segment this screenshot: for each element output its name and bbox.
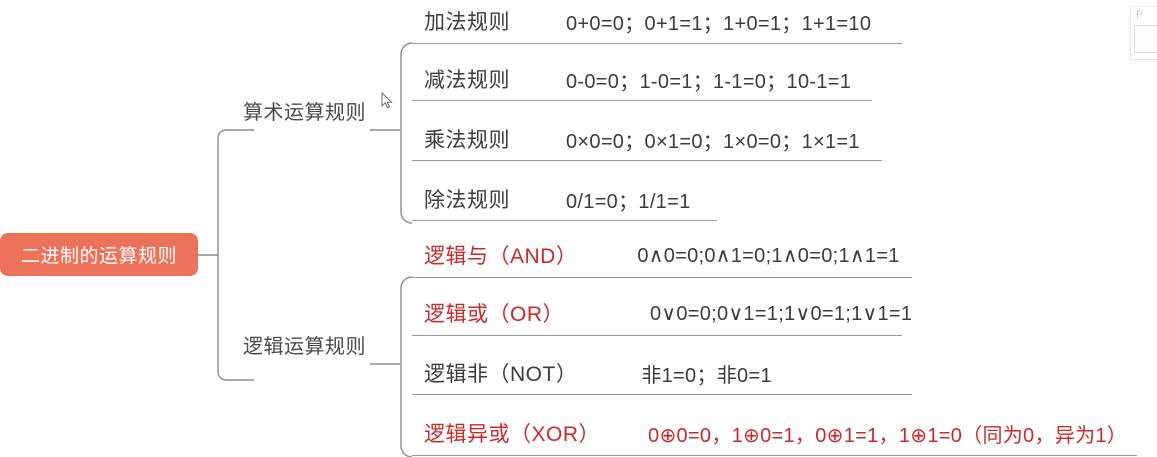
leaf-rule-multiplication [412,160,882,161]
leaf-division-title: 除法规则 [424,189,510,212]
root-node-label: 二进制的运算规则 [20,246,177,267]
mouse-cursor-icon [381,92,393,109]
leaf-and[interactable]: 逻辑与（AND） 0∧0=0;0∧1=0;1∧0=0;1∧1=1 [424,234,900,276]
branch-label-logic[interactable]: 逻辑运算规则 [243,330,366,359]
leaf-or-title: 逻辑或（OR） [424,303,564,326]
leaf-subtraction[interactable]: 减法规则 0-0=0；1-0=1；1-1=0；10-1=1 [424,58,851,100]
leaf-multiplication-title: 乘法规则 [424,129,510,152]
leaf-rule-xor [412,455,1137,456]
branch-label-arithmetic-text: 算术运算规则 [243,102,366,124]
leaf-rule-and [412,277,912,278]
leaf-multiplication-formula: 0×0=0；0×1=0；1×0=0；1×1=1 [566,130,860,153]
leaf-division[interactable]: 除法规则 0/1=0；1/1=1 [424,178,691,220]
leaf-multiplication[interactable]: 乘法规则 0×0=0；0×1=0；1×0=0；1×1=1 [424,118,860,160]
leaf-not-formula: 非1=0；非0=1 [641,364,772,387]
leaf-not-title: 逻辑非（NOT） [424,363,578,386]
leaf-subtraction-formula: 0-0=0；1-0=1；1-1=0；10-1=1 [566,70,852,93]
corner-panel-glyph: P [1136,9,1144,21]
leaf-or-formula: 0∨0=0;0∨1=1;1∨0=1;1∨1=1 [650,302,913,325]
leaf-or[interactable]: 逻辑或（OR） 0∨0=0;0∨1=1;1∨0=1;1∨1=1 [424,292,912,334]
leaf-xor-formula: 0⊕0=0，1⊕0=1，0⊕1=1，1⊕1=0（同为0，异为1） [648,424,1128,447]
leaf-and-formula: 0∧0=0;0∧1=0;1∧0=0;1∧1=1 [637,244,900,267]
corner-panel[interactable]: P [1130,6,1157,60]
leaf-addition[interactable]: 加法规则 0+0=0；0+1=1；1+0=1；1+1=10 [424,0,871,42]
leaf-rule-division [412,220,717,221]
root-node[interactable]: 二进制的运算规则 [0,233,198,276]
leaf-division-formula: 0/1=0；1/1=1 [566,190,691,213]
leaf-not[interactable]: 逻辑非（NOT） 非1=0；非0=1 [424,352,772,394]
leaf-rule-not [412,394,912,395]
leaf-and-title: 逻辑与（AND） [424,245,578,268]
leaf-xor-title: 逻辑异或（XOR） [424,423,601,446]
leaf-addition-formula: 0+0=0；0+1=1；1+0=1；1+1=10 [566,12,872,35]
leaf-rule-subtraction [412,100,872,101]
leaf-rule-or [412,335,902,336]
leaf-addition-title: 加法规则 [424,11,510,34]
leaf-subtraction-title: 减法规则 [424,69,510,92]
corner-panel-box [1134,25,1157,53]
branch-label-arithmetic[interactable]: 算术运算规则 [243,96,366,125]
leaf-rule-addition [412,43,902,44]
branch-label-logic-text: 逻辑运算规则 [243,336,366,358]
leaf-xor[interactable]: 逻辑异或（XOR） 0⊕0=0，1⊕0=1，0⊕1=1，1⊕1=0（同为0，异为… [424,412,1127,454]
